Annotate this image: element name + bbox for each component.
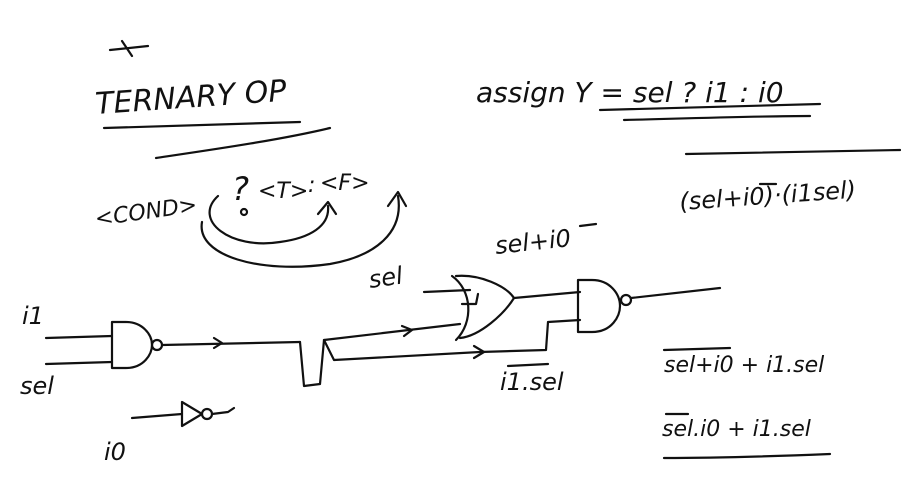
- wire-lower-to-and: [478, 318, 582, 354]
- wire-sel-to-or: [422, 288, 472, 294]
- wire-label-and-output: i1.sel: [500, 368, 564, 396]
- syntax-false: <F>: [320, 171, 370, 196]
- input-label-sel: sel: [20, 372, 54, 400]
- curved-arrow-true: [208, 194, 330, 245]
- wire-label-or-output: sel+i0: [494, 224, 572, 260]
- simplified-underline: [662, 452, 832, 460]
- and-output-overbar: [506, 362, 550, 368]
- not-gate: [180, 400, 204, 428]
- nand-gate-1: [110, 320, 154, 370]
- question-mark-dot: [239, 207, 249, 217]
- syntax-colon: :: [308, 173, 315, 198]
- wire-route-lower: [322, 338, 482, 362]
- pound-mark: [108, 39, 150, 58]
- wire-i0-in: [130, 412, 184, 420]
- syntax-true: <T>: [258, 179, 308, 204]
- assign-underline: [598, 102, 822, 112]
- nand-overbar: [684, 148, 901, 156]
- syntax-question-mark: ?: [232, 170, 249, 208]
- wire-label-sel-top: sel: [367, 261, 405, 293]
- assign-underline-2: [622, 114, 812, 122]
- nand-gate-1-bubble: [150, 338, 164, 352]
- equation-sum-form: sel+i0 + i1.sel: [664, 353, 824, 378]
- wire-not-out: [210, 406, 236, 416]
- wire-or-out: [512, 290, 582, 300]
- arrow-head-false: [386, 190, 408, 208]
- or-output-i0-overbar: [578, 222, 598, 228]
- input-label-i0: i0: [104, 438, 126, 466]
- curved-arrow-false: [200, 194, 400, 268]
- wire-sel-in: [44, 360, 114, 366]
- sum-overbar: [662, 346, 732, 352]
- title-double-underline: [154, 126, 332, 160]
- title-text: TERNARY OP: [94, 74, 288, 122]
- title-underline: [102, 120, 302, 130]
- equation-nand-form: (sel+i0)·(i1sel): [678, 176, 856, 216]
- wire-i1-in: [44, 334, 114, 340]
- input-label-i1: i1: [22, 302, 44, 330]
- arrow-nand1-out: [212, 336, 224, 350]
- nand-gate-final: [576, 278, 622, 334]
- assign-statement: assign Y = sel ? i1 : i0: [476, 76, 784, 109]
- or-gate-back-curve: [450, 274, 470, 342]
- wire-route-upper: [298, 322, 462, 388]
- or-gate-input-stub: [460, 292, 480, 306]
- arrow-upper: [400, 324, 414, 338]
- arrow-head-true: [316, 200, 338, 216]
- syntax-cond: <COND>: [93, 193, 198, 232]
- equation-simplified: sel.i0 + i1.sel: [662, 417, 811, 442]
- wire-nand1-out: [160, 340, 302, 347]
- not-gate-bubble: [200, 407, 214, 421]
- wire-final-out: [629, 286, 722, 300]
- nand-gate-final-bubble: [619, 293, 633, 307]
